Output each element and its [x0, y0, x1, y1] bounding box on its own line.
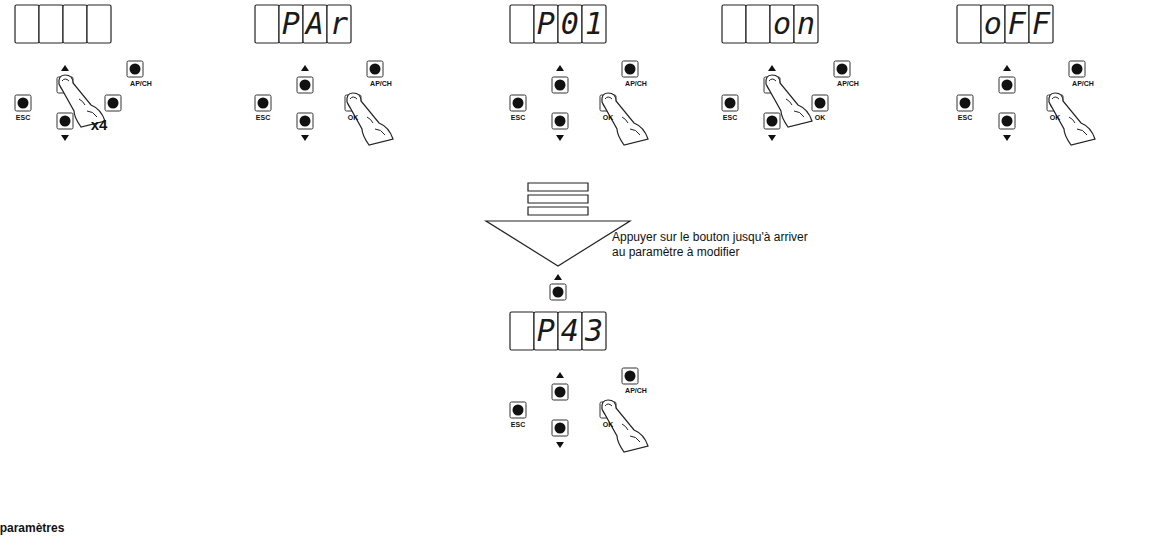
- display-text: on: [773, 5, 821, 43]
- button-label: ESC: [958, 114, 972, 121]
- button-label: OK: [1050, 114, 1061, 121]
- pressing-hand: [1049, 93, 1095, 145]
- control-panel: [15, 5, 143, 141]
- button-label: AP/CH: [837, 80, 859, 87]
- pressing-hand: [347, 93, 393, 145]
- display-text: P01: [537, 5, 609, 43]
- up-button: [550, 274, 566, 300]
- press-count: x4: [91, 117, 108, 132]
- button-label: ESC: [511, 114, 525, 121]
- button-label: AP/CH: [625, 387, 647, 394]
- display-box: on: [722, 5, 818, 43]
- display-text: oFF: [984, 5, 1056, 43]
- button-label: OK: [603, 421, 614, 428]
- instruction-note: Appuyer sur le bouton jusqu'à arriver au…: [612, 230, 812, 260]
- section-heading: paramètres: [0, 522, 64, 534]
- display-box: P43: [510, 312, 606, 350]
- display-blank: [15, 5, 111, 43]
- button-pad: [722, 61, 850, 141]
- display-text: PAr: [282, 5, 354, 43]
- display-box: oFF: [957, 5, 1053, 43]
- button-label: AP/CH: [1072, 80, 1094, 87]
- button-label: ESC: [256, 114, 270, 121]
- display-box: PAr: [255, 5, 351, 43]
- button-label: OK: [815, 114, 826, 121]
- button-pad: [15, 61, 143, 141]
- button-label: OK: [603, 114, 614, 121]
- control-panel: [722, 5, 850, 141]
- pressing-hand: [602, 400, 648, 452]
- display-box: P01: [510, 5, 606, 43]
- button-label: AP/CH: [625, 80, 647, 87]
- flow-arrow: [486, 183, 630, 266]
- pressing-hand: [602, 93, 648, 145]
- button-label: ESC: [16, 114, 30, 121]
- pressing-hand: [766, 75, 812, 127]
- button-label: AP/CH: [130, 80, 152, 87]
- display-text: P43: [537, 312, 609, 350]
- button-label: AP/CH: [370, 80, 392, 87]
- button-label: ESC: [511, 421, 525, 428]
- button-label: OK: [348, 114, 359, 121]
- button-label: ESC: [723, 114, 737, 121]
